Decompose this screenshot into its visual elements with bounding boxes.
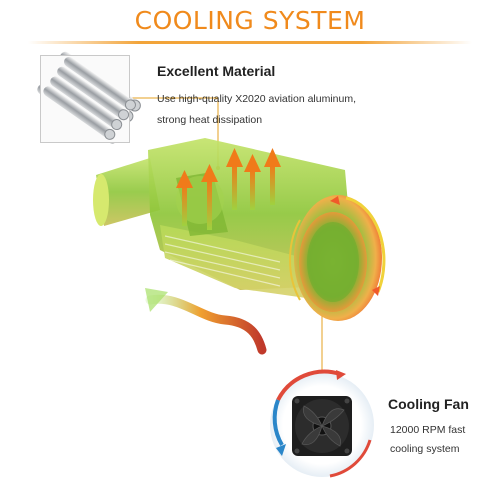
- page-title: COOLING SYSTEM: [134, 6, 366, 35]
- title-underline: [28, 41, 472, 44]
- heat-arrows: [176, 148, 281, 230]
- airflow-arrow: [145, 288, 267, 355]
- fan-end: [288, 195, 386, 321]
- fan-description: 12000 RPM fast cooling system: [390, 424, 466, 455]
- material-image-frame: [40, 55, 130, 143]
- cooling-fan-image: [270, 369, 374, 478]
- material-description: Use high-quality X2020 aviation aluminum…: [157, 93, 357, 126]
- material-title: Excellent Material: [157, 63, 276, 79]
- fan-title: Cooling Fan: [388, 396, 469, 412]
